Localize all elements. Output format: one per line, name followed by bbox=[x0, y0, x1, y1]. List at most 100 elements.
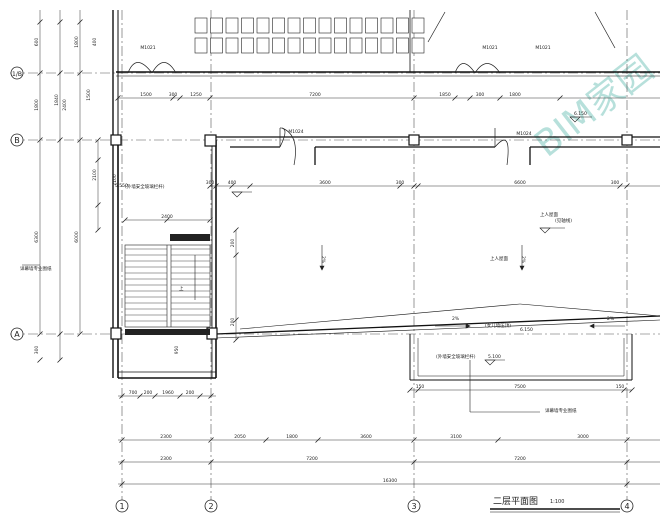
dim-tick bbox=[495, 437, 501, 443]
dimension-lines bbox=[39, 10, 660, 485]
seat bbox=[225, 37, 239, 54]
dim-tick bbox=[415, 183, 421, 189]
dim-bot1-2: 1800 bbox=[286, 434, 298, 440]
dim-tick bbox=[617, 183, 623, 189]
dim-tick bbox=[95, 157, 101, 163]
grid-bubbles bbox=[10, 66, 634, 513]
seat bbox=[241, 37, 254, 54]
dim-tick bbox=[57, 331, 63, 337]
dimension-ticks bbox=[37, 19, 635, 487]
stair-treads-left bbox=[125, 248, 167, 322]
grid-bubble-1B bbox=[10, 66, 24, 80]
dim-top-2: 1250 bbox=[190, 92, 202, 98]
dim-top-6: 1800 bbox=[509, 92, 521, 98]
grid-label-B: B bbox=[14, 136, 20, 145]
door-label-m1021-c: M1021 bbox=[535, 45, 550, 51]
seat bbox=[194, 37, 208, 54]
dim-tick bbox=[170, 95, 176, 101]
dim-tick bbox=[137, 393, 143, 399]
note-roof-sub: (见轴线) bbox=[555, 217, 572, 224]
dim-tick bbox=[497, 95, 503, 101]
dim-up2-5: 300 bbox=[611, 180, 620, 186]
dim-tick bbox=[624, 183, 630, 189]
dim-left3-0: 2100 bbox=[92, 169, 98, 181]
grid-label-A: A bbox=[14, 330, 20, 339]
stair-treads-right bbox=[171, 248, 210, 322]
dim-tick bbox=[119, 393, 125, 399]
note-roof-2: 上人屋面 bbox=[490, 255, 508, 262]
dim-tick bbox=[164, 217, 170, 223]
dim-tick bbox=[233, 252, 239, 258]
elev-label-3: 5.100 bbox=[488, 354, 501, 360]
grid-label-4: 4 bbox=[624, 502, 629, 511]
dim-tick bbox=[95, 202, 101, 208]
door-label-m1021-a: M1021 bbox=[140, 45, 155, 51]
dim-tick bbox=[95, 137, 101, 143]
grid-bubble-4 bbox=[620, 499, 634, 513]
dim-bot1-3: 3600 bbox=[360, 434, 372, 440]
dim-top-5: 300 bbox=[476, 92, 485, 98]
dim-left2-1: 2400 bbox=[62, 99, 68, 111]
dim-tick bbox=[115, 95, 121, 101]
grid-label-1: 1 bbox=[119, 502, 124, 511]
elev-label-4: 6.150 bbox=[520, 327, 533, 333]
seat bbox=[411, 37, 425, 54]
dim-tick bbox=[119, 459, 125, 465]
dim-bot2-1: 7200 bbox=[306, 456, 318, 462]
seat bbox=[210, 37, 223, 54]
seat bbox=[396, 37, 409, 54]
note-rain-2: (外墙安全玻璃栏杆) bbox=[436, 353, 476, 360]
stair-hatches bbox=[125, 234, 210, 335]
note-roof: 上人屋面 bbox=[540, 211, 558, 218]
seat bbox=[287, 37, 301, 54]
dim-tick bbox=[208, 437, 214, 443]
grid-label-2: 2 bbox=[208, 502, 213, 511]
seat bbox=[396, 17, 409, 34]
dim-stair-bot-3: 200 bbox=[186, 390, 195, 396]
dim-tick bbox=[233, 317, 239, 323]
dim-tick bbox=[119, 437, 125, 443]
dim-tick bbox=[57, 70, 63, 76]
dim-tick bbox=[411, 183, 417, 189]
dim-top-3: 7200 bbox=[309, 92, 321, 98]
dim-left3-1: 1500 bbox=[86, 89, 92, 101]
dim-tick bbox=[263, 437, 269, 443]
dim-tick bbox=[177, 95, 183, 101]
dim-tick bbox=[207, 95, 213, 101]
dim-tick bbox=[624, 481, 630, 487]
seat bbox=[303, 37, 316, 54]
grid-bubble-2 bbox=[204, 499, 218, 513]
dim-left1-0: 600 bbox=[34, 38, 40, 47]
grid-bubble-3 bbox=[407, 499, 421, 513]
dim-mid-2: 2100 bbox=[112, 174, 118, 186]
slope-2: 2% bbox=[607, 316, 615, 322]
dim-bot1-5: 3000 bbox=[577, 434, 589, 440]
stair-up-label: 上 bbox=[179, 285, 184, 292]
watermark: BIM家园 bbox=[527, 48, 661, 166]
dim-tick bbox=[397, 183, 403, 189]
seat bbox=[380, 37, 394, 54]
dim-tick bbox=[411, 95, 417, 101]
dim-up2-0: 300 bbox=[206, 180, 215, 186]
seat bbox=[225, 17, 239, 34]
dim-tick bbox=[247, 183, 253, 189]
dim-stair-bot-1: 200 bbox=[144, 390, 153, 396]
dim-tick bbox=[177, 393, 183, 399]
dim-tick bbox=[77, 331, 83, 337]
grid-lines bbox=[10, 10, 660, 500]
dim-tick bbox=[621, 387, 627, 393]
dim-tick bbox=[629, 387, 635, 393]
dim-mid-3: 950 bbox=[174, 346, 180, 355]
dim-bot1-0: 2300 bbox=[160, 434, 172, 440]
dim-left2-2: 1800 bbox=[74, 36, 80, 48]
grid-label-1B: 1/B bbox=[12, 71, 22, 78]
seat bbox=[334, 17, 347, 34]
dim-tick bbox=[37, 19, 43, 25]
dim-left1-2: 6300 bbox=[34, 231, 40, 243]
stair bbox=[124, 244, 211, 328]
seat bbox=[380, 17, 394, 34]
dim-tick bbox=[37, 357, 43, 363]
dim-tick bbox=[411, 459, 417, 465]
elev-label-2: 6.150 bbox=[574, 111, 587, 117]
